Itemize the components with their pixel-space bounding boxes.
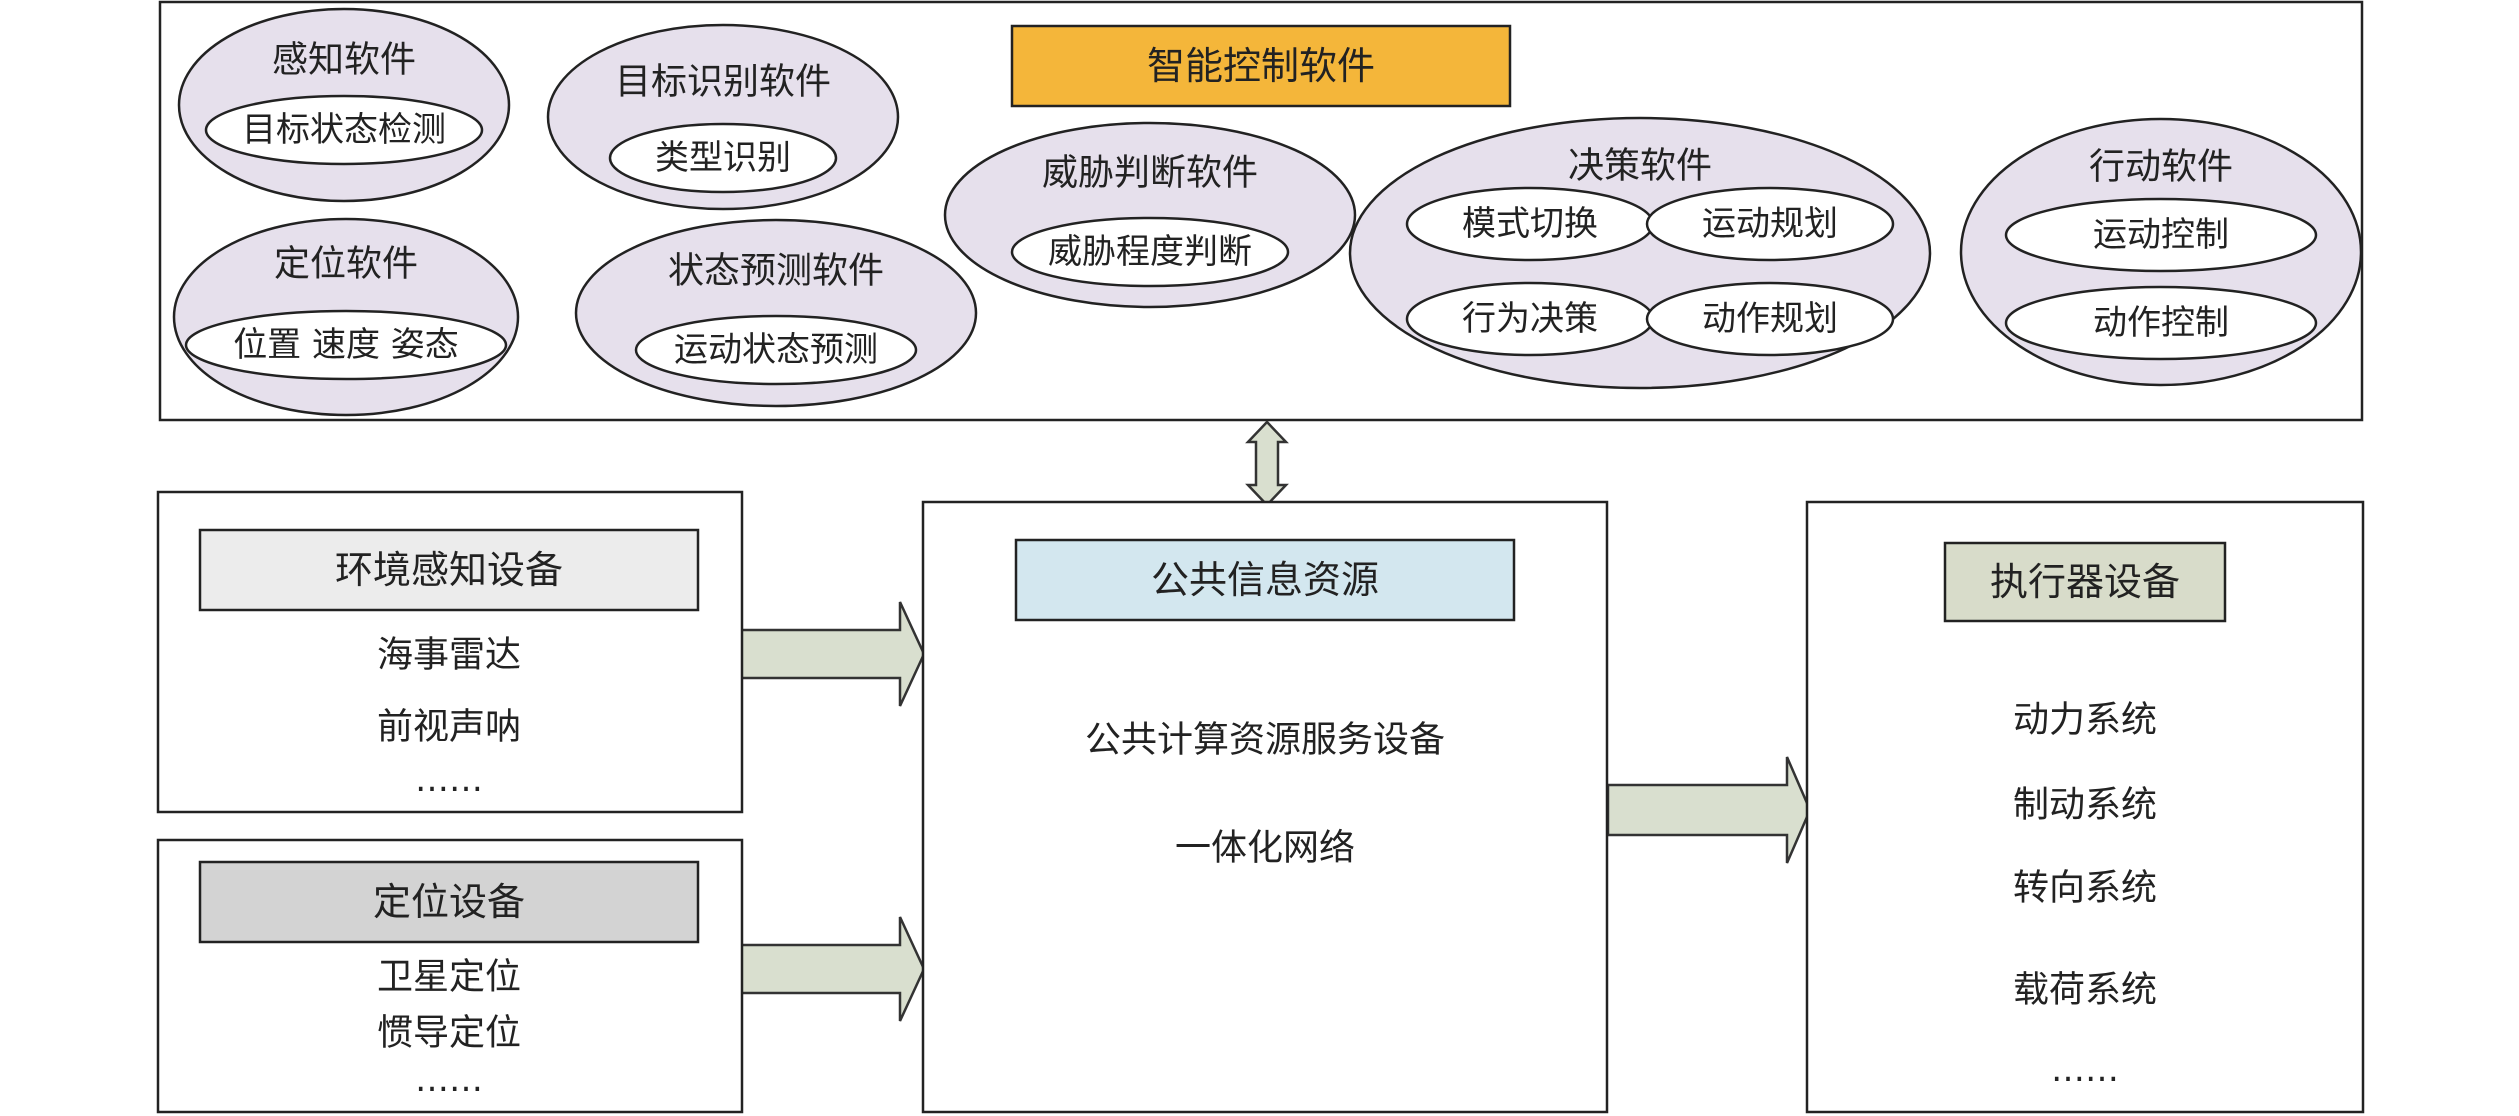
decision-software: 决策软件 模式切换 运动规划 行为决策 动作规划 (1348, 116, 1932, 390)
env-device-item: …… (415, 760, 483, 800)
position-speed-attitude-label: 位置 速度 姿态 (233, 325, 459, 365)
positioning-devices-panel: 定位设备 卫星定位 惯导定位 …… (156, 838, 744, 1114)
public-resources-panel: 公共信息资源 公共计算资源服务设备 一体化网络 (921, 500, 1609, 1114)
intelligent-control-title: 智能控制软件 (1147, 44, 1375, 88)
type-recognition-label: 类型识别 (655, 138, 791, 178)
target-state-detection-oval (204, 94, 484, 166)
env-devices-panel: 环境感知设备 海事雷达 前视声呐 …… (156, 490, 744, 814)
intelligent-control-panel: 智能控制软件 感知软件 目标状态检测 目标识别软件 类型识别 定位软件 位置 速… (158, 0, 2364, 422)
actuator-item: 动力系统 (2013, 700, 2157, 741)
motion-planning-label: 运动规划 (1702, 204, 1838, 244)
target-recognition-software-title: 目标识别软件 (615, 62, 831, 103)
positioning-devices-title-box (198, 860, 700, 944)
action-planning-label: 动作规划 (1702, 299, 1838, 339)
decision-software-title: 决策软件 (1568, 146, 1712, 187)
mode-switch-label: 模式切换 (1462, 204, 1598, 244)
env-devices-title: 环境感知设备 (335, 548, 563, 592)
localization-software-title: 定位软件 (274, 244, 418, 285)
action-control-label: 动作控制 (2093, 303, 2229, 343)
bidirectional-arrow (1245, 420, 1289, 507)
actuators-title-box (1943, 541, 2227, 623)
public-resource-item: 公共计算资源服务设备 (1085, 720, 1445, 761)
public-resource-item: 一体化网络 (1175, 828, 1355, 869)
position-speed-attitude-oval (184, 309, 508, 381)
motion-planning-oval (1645, 186, 1895, 262)
action-planning-oval (1645, 281, 1895, 357)
threat-level-oval (1010, 216, 1290, 288)
localization-software: 定位软件 位置 速度 姿态 (172, 217, 520, 417)
type-recognition-oval (608, 122, 838, 194)
behavior-decision-label: 行为决策 (1462, 299, 1598, 339)
env-to-public-arrow (739, 601, 926, 707)
public-resources-title: 公共信息资源 (1151, 558, 1379, 602)
motion-control-label: 运动控制 (2093, 215, 2229, 255)
actuators-panel: 执行器设备 动力系统 制动系统 转向系统 载荷系统 …… (1805, 500, 2365, 1114)
env-device-item: 前视声呐 (377, 707, 521, 748)
state-prediction-software: 状态预测软件 运动状态预测 (574, 218, 978, 408)
public-to-actuator-arrow (1606, 756, 1812, 864)
target-state-detection-label: 目标状态检测 (242, 110, 446, 150)
actuator-item: 制动系统 (2013, 785, 2157, 826)
actuator-item: 转向系统 (2013, 868, 2157, 909)
positioning-device-item: …… (415, 1060, 483, 1100)
threat-assessment-software: 威胁判断软件 威胁程度判断 (943, 121, 1357, 309)
positioning-device-item: 卫星定位 (377, 957, 521, 998)
positioning-device-item: 惯导定位 (377, 1013, 521, 1054)
actuators-title: 执行器设备 (1990, 560, 2180, 604)
threat-level-label: 威胁程度判断 (1048, 232, 1252, 272)
intelligent-control-title-box (1010, 24, 1512, 108)
positioning-to-public-arrow (739, 916, 926, 1022)
actuator-item: 载荷系统 (2013, 970, 2157, 1011)
env-device-item: 海事雷达 (377, 635, 521, 676)
env-devices-title-box (198, 528, 700, 612)
motion-state-prediction-label: 运动状态预测 (674, 330, 878, 370)
action-software: 行动软件 运动控制 动作控制 (1959, 117, 2363, 387)
positioning-devices-title: 定位设备 (373, 880, 525, 924)
state-prediction-software-title: 状态预测软件 (668, 251, 884, 292)
action-control-oval (2004, 285, 2318, 361)
action-software-title: 行动软件 (2089, 147, 2233, 188)
perception-software-title: 感知软件 (272, 40, 416, 81)
actuator-item: …… (2051, 1050, 2119, 1090)
motion-control-oval (2004, 197, 2318, 273)
perception-software: 感知软件 目标状态检测 (177, 7, 511, 203)
public-resources-title-box (1014, 538, 1516, 622)
motion-state-prediction-oval (634, 314, 918, 386)
threat-assessment-software-title: 威胁判断软件 (1042, 153, 1258, 194)
target-recognition-software: 目标识别软件 类型识别 (546, 23, 900, 211)
